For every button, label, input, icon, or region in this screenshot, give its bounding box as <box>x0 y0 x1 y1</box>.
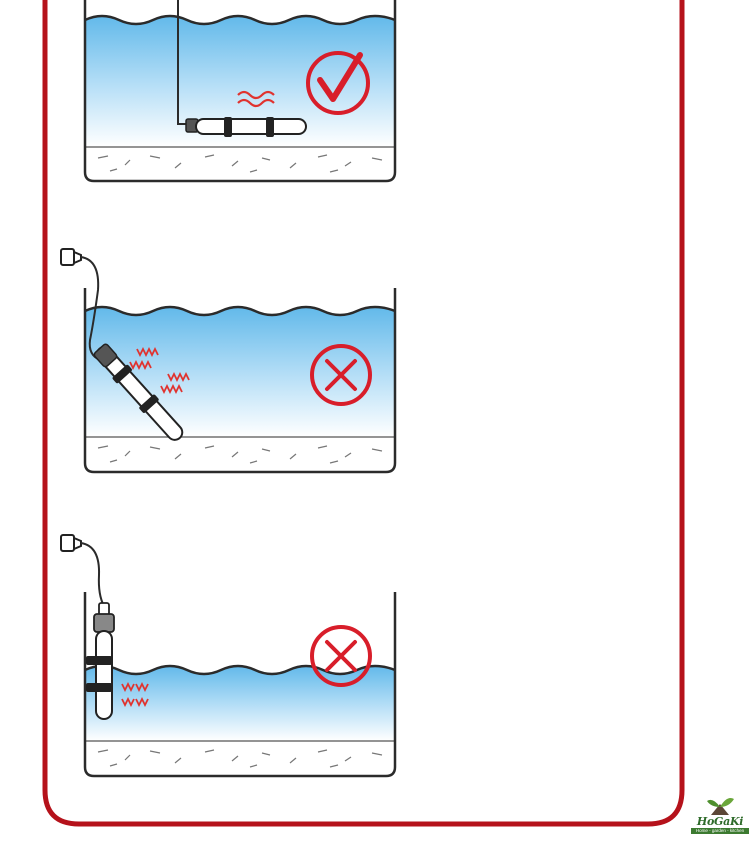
gravel-specks <box>97 154 383 173</box>
water-surface <box>84 305 396 317</box>
x-circle-icon <box>310 625 372 687</box>
heater-horizontal <box>177 0 307 137</box>
brand-tagline: Home - garden - kitchen <box>691 828 749 834</box>
heat-wave-icon <box>121 681 149 708</box>
outer-frame <box>42 0 685 827</box>
power-cord <box>80 542 105 607</box>
gravel-specks <box>97 445 383 464</box>
brand-name: HoGaKi <box>696 815 744 828</box>
heat-wave-icon <box>237 90 275 108</box>
scene-correct <box>83 0 397 183</box>
heater-tilted <box>93 343 184 441</box>
tank-wall <box>83 592 397 778</box>
gravel-bed <box>85 437 395 469</box>
heat-wave-icon <box>129 346 190 395</box>
water-surface <box>84 14 396 26</box>
scene-wrong-vertical <box>60 534 397 778</box>
suction-cup <box>224 117 232 137</box>
suction-cup <box>266 117 274 137</box>
power-cord <box>80 256 101 361</box>
water <box>85 666 395 741</box>
scene-wrong-tilted <box>60 248 397 474</box>
water <box>85 16 395 147</box>
water <box>85 307 395 437</box>
tank-wall <box>83 288 397 474</box>
power-cord <box>177 0 188 125</box>
check-circle-icon <box>306 51 370 115</box>
gravel-specks <box>97 749 383 768</box>
heater-vertical <box>86 602 115 720</box>
plug-icon <box>60 248 82 266</box>
gravel-bed <box>85 741 395 773</box>
leaf-house-icon <box>707 798 734 815</box>
tank-wall <box>83 0 397 183</box>
water-surface <box>84 664 396 676</box>
plug-icon <box>60 534 82 552</box>
brand-logo: HoGaKi Home - garden - kitchen <box>691 795 749 839</box>
x-circle-icon <box>310 344 372 406</box>
heater-tube <box>195 118 307 135</box>
gravel-bed <box>85 147 395 178</box>
